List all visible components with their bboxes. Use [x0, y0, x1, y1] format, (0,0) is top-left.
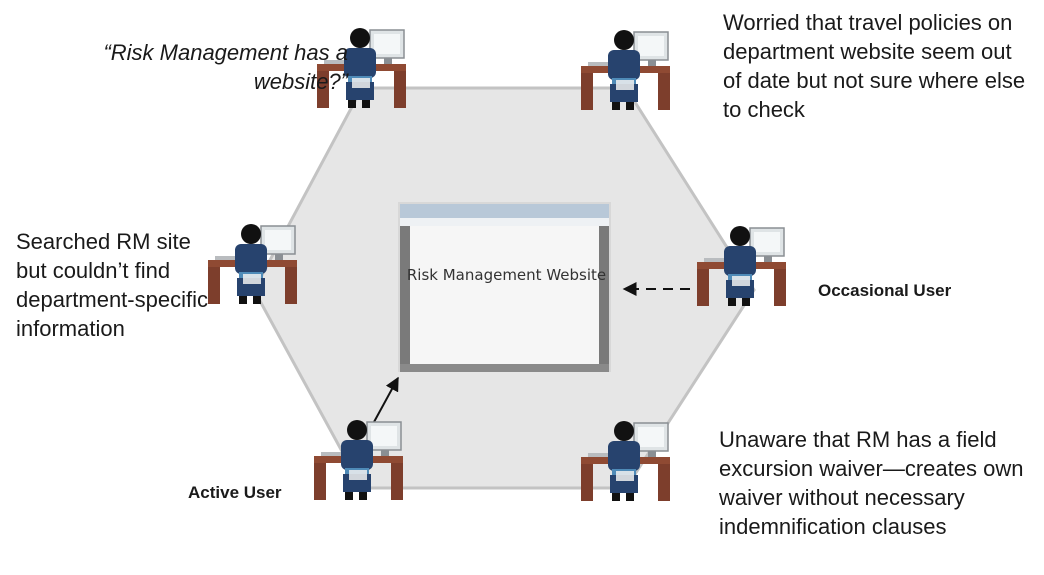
label-bottom-left: Active User	[188, 483, 282, 502]
label-left: Searched RM site but couldn’t find depar…	[16, 229, 208, 341]
center-title: Risk Management Website	[406, 266, 607, 284]
label-top-right: Worried that travel policies on departme…	[723, 10, 1026, 122]
active-user-arrow	[373, 376, 399, 423]
browser-window-icon	[398, 202, 611, 372]
label-bottom-right: Unaware that RM has a field excursion wa…	[719, 427, 1024, 539]
label-top-left: “Risk Management has a website?”	[103, 40, 348, 94]
label-right: Occasional User	[818, 281, 952, 300]
